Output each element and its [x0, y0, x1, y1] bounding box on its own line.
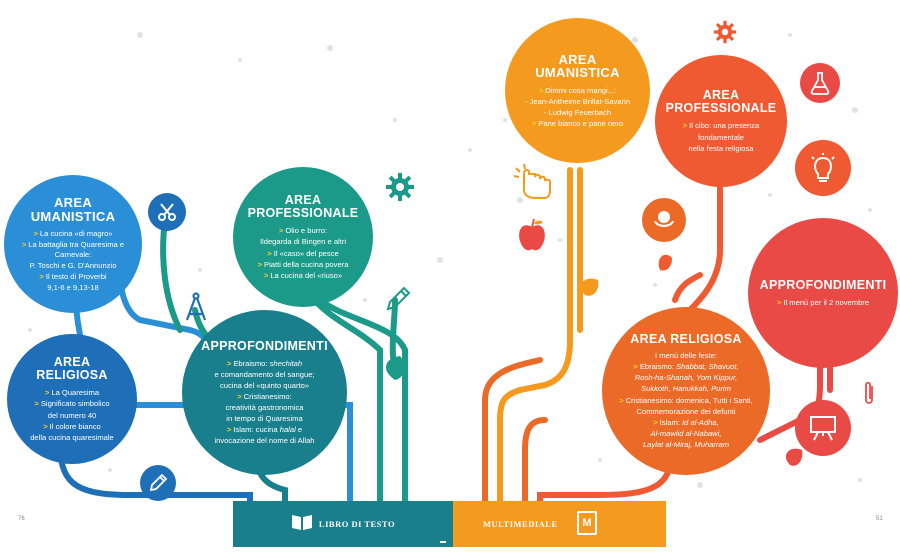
title: AREA: [53, 355, 91, 370]
multimediale-label: MULTIMEDIALE: [483, 519, 558, 529]
multimedia-m-icon: M: [577, 511, 597, 535]
title: AREA: [53, 195, 93, 211]
page-number-right: 51: [876, 516, 883, 522]
title: AREA: [558, 51, 597, 67]
scissors-icon: [148, 193, 186, 231]
list-item: Commemorazione dei defunti: [636, 406, 736, 416]
compass-icon: [183, 292, 209, 329]
left-area-religiosa: AREA RELIGIOSA >La Quaresima >Significat…: [7, 334, 137, 464]
right-area-religiosa: AREA RELIGIOSA I menù delle feste: >Ebra…: [602, 307, 770, 475]
right-area-umanistica: AREA UMANISTICA >Dimmi cosa mangi...: - …: [505, 18, 650, 163]
title: PROFESSIONALE: [665, 101, 777, 116]
left-area-professionale: AREA PROFESSIONALE >Olio e burro: Ildega…: [233, 167, 373, 307]
list-item: >Il «caso» del pesce: [267, 248, 339, 258]
list-item: >Cristianesimo:: [237, 391, 292, 401]
m-letter: M: [582, 517, 592, 529]
intro-text: I menù delle feste:: [654, 351, 718, 361]
right-approfondimenti: APPROFONDIMENTI >Il menù per il 2 novemb…: [748, 218, 898, 368]
right-area-professionale: AREA PROFESSIONALE >Il cibo: una presenz…: [655, 55, 787, 187]
presentation-board-icon: [795, 400, 851, 456]
list-item: >Islam: cucina halal e: [226, 425, 303, 435]
list-item: >La cucina «di magro»: [33, 229, 113, 239]
gear-icon: [713, 20, 737, 49]
pencil-icon: [140, 465, 176, 501]
list-item: >Il testo di Proverbi: [39, 271, 107, 281]
list-item: invocazione del nome di Allah: [214, 436, 315, 446]
list-item: >La battaglia tra Quaresima e Carnevale:: [21, 240, 125, 259]
title: PROFESSIONALE: [247, 206, 359, 221]
list-item: >Cristianesimo: domenica, Tutti i Santi,: [619, 395, 753, 405]
list-item: del numero 40: [47, 410, 97, 420]
list-item: >Il cibo: una presenza: [682, 121, 760, 131]
pencil-icon: [384, 285, 412, 318]
title: UMANISTICA: [535, 65, 620, 81]
paperclip-icon: [860, 380, 878, 413]
list-item: >Dimmi cosa mangi...:: [538, 85, 617, 95]
list-item: P. Toschi e G. D'Annunzio: [29, 260, 117, 270]
title: UMANISTICA: [30, 208, 116, 224]
list-item: >Pane bianco e pane nero: [531, 119, 624, 129]
list-item: - Ludwig Feuerbach: [543, 108, 612, 118]
libro-di-testo-bar[interactable]: LIBRO DI TESTO: [233, 501, 453, 547]
list-item: >Il colore bianco: [43, 421, 101, 431]
left-approfondimenti: APPROFONDIMENTI >Ebraismo: shechitah e c…: [182, 310, 347, 475]
list-item: della cucina quaresimale: [30, 432, 114, 442]
list-item: >Ebraismo: shechitah: [226, 358, 303, 368]
list-item: nella festa religiosa: [688, 143, 754, 153]
light-bulb-icon: [795, 140, 851, 196]
list-item: 9,1-6 e 9,13-18: [47, 282, 99, 292]
list-item: >Il menù per il 2 novembre: [776, 298, 870, 307]
list-item: >Islam: Id al-Adha,: [653, 417, 719, 427]
title: APPROFONDIMENTI: [201, 338, 328, 353]
list-item: fondamentale: [697, 132, 745, 142]
globe-hands-icon: [642, 198, 686, 242]
apple-icon: [516, 217, 548, 258]
title: AREA RELIGIOSA: [630, 331, 742, 346]
list-item: Ildegarda di Bingen e altri: [259, 237, 347, 247]
list-item: Laylat al-Miraj, Muharram: [642, 439, 730, 449]
list-item: >Olio e burro:: [278, 226, 328, 236]
bar-divider: [440, 541, 446, 543]
list-item: in tempo di Quaresima: [226, 414, 303, 424]
title: AREA: [284, 193, 322, 208]
list-item: Sukkoth, Hanukkah, Purim: [641, 384, 731, 394]
pointing-hand-icon: [510, 162, 554, 207]
book-icon: [291, 513, 313, 536]
list-item: cucina del «quinto quarto»: [219, 380, 310, 390]
gear-icon: [385, 172, 415, 207]
page-number-left: 76: [18, 516, 25, 522]
title: APPROFONDIMENTI: [759, 277, 887, 292]
list-item: >La cucina del «riuso»: [263, 270, 343, 280]
list-item: >Piatti della cucina povera: [257, 259, 349, 269]
title: AREA: [702, 88, 740, 103]
list-item: >La Quaresima: [44, 388, 100, 398]
list-item: e comandamento del sangue;: [214, 369, 315, 379]
flask-icon: [800, 63, 840, 103]
multimediale-bar[interactable]: MULTIMEDIALE M: [453, 501, 666, 547]
list-item: creatività gastronomica: [225, 403, 304, 413]
list-item: Rosh-ha-Shanah, Yom Kippur,: [634, 373, 738, 383]
list-item: >Ebraismo: Shabbat, Shavuot,: [633, 362, 739, 372]
title: RELIGIOSA: [36, 368, 108, 383]
list-item: - Jean-Antheime Brillat-Savarin: [524, 97, 631, 107]
list-item: Al-mawlid al-Nabawi,: [650, 428, 722, 438]
list-item: >Significato simbolico: [34, 399, 110, 409]
libro-di-testo-label: LIBRO DI TESTO: [318, 519, 396, 529]
left-area-umanistica: AREA UMANISTICA >La cucina «di magro» >L…: [4, 175, 142, 313]
